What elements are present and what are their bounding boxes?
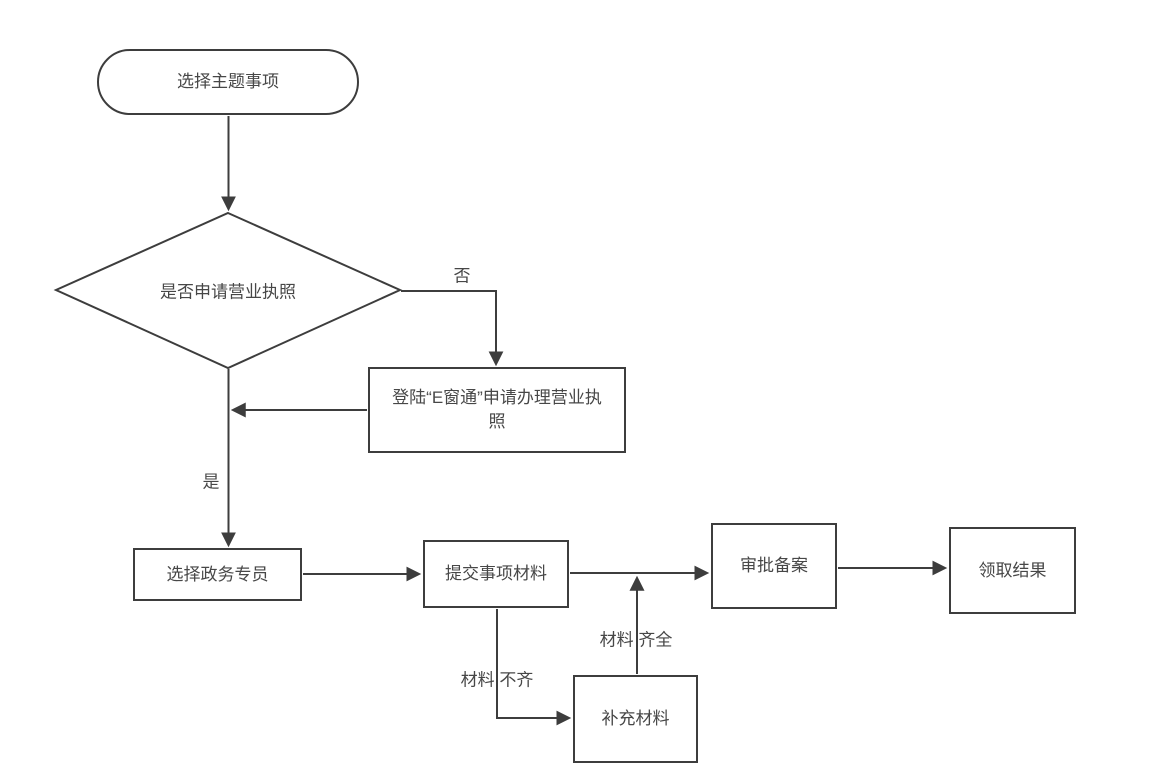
node-supplement-materials-label: 补充材料	[601, 709, 670, 728]
node-start-label: 选择主题事项	[177, 72, 279, 91]
node-submit-materials: 提交事项材料	[423, 540, 569, 608]
edge-label-materials-complete: 材料 齐全	[599, 630, 673, 650]
node-approval-filing: 审批备案	[711, 523, 837, 609]
node-collect-result: 领取结果	[949, 527, 1076, 614]
node-collect-result-label: 领取结果	[978, 560, 1047, 580]
edge-decision-no-to-ewindow	[401, 290, 504, 367]
node-start-terminator: 选择主题事项	[97, 49, 359, 115]
node-choose-specialist-label: 选择政务专员	[166, 564, 269, 584]
node-submit-materials-label: 提交事项材料	[445, 564, 547, 583]
node-decision-label: 是否申请营业执照	[160, 282, 296, 302]
edge-submit-to-supplement	[496, 609, 572, 726]
node-choose-specialist: 选择政务专员	[133, 548, 302, 601]
edge-label-no: 否	[453, 266, 471, 286]
node-approval-filing-label: 审批备案	[740, 556, 808, 575]
node-supplement-materials: 补充材料	[573, 675, 698, 763]
node-login-ewindow-label: 登陆“E窗通”申请办理营业执照	[392, 388, 602, 431]
node-login-ewindow: 登陆“E窗通”申请办理营业执照	[368, 367, 626, 453]
edge-label-materials-incomplete: 材料 不齐	[460, 670, 534, 690]
edge-label-yes: 是	[202, 472, 220, 492]
